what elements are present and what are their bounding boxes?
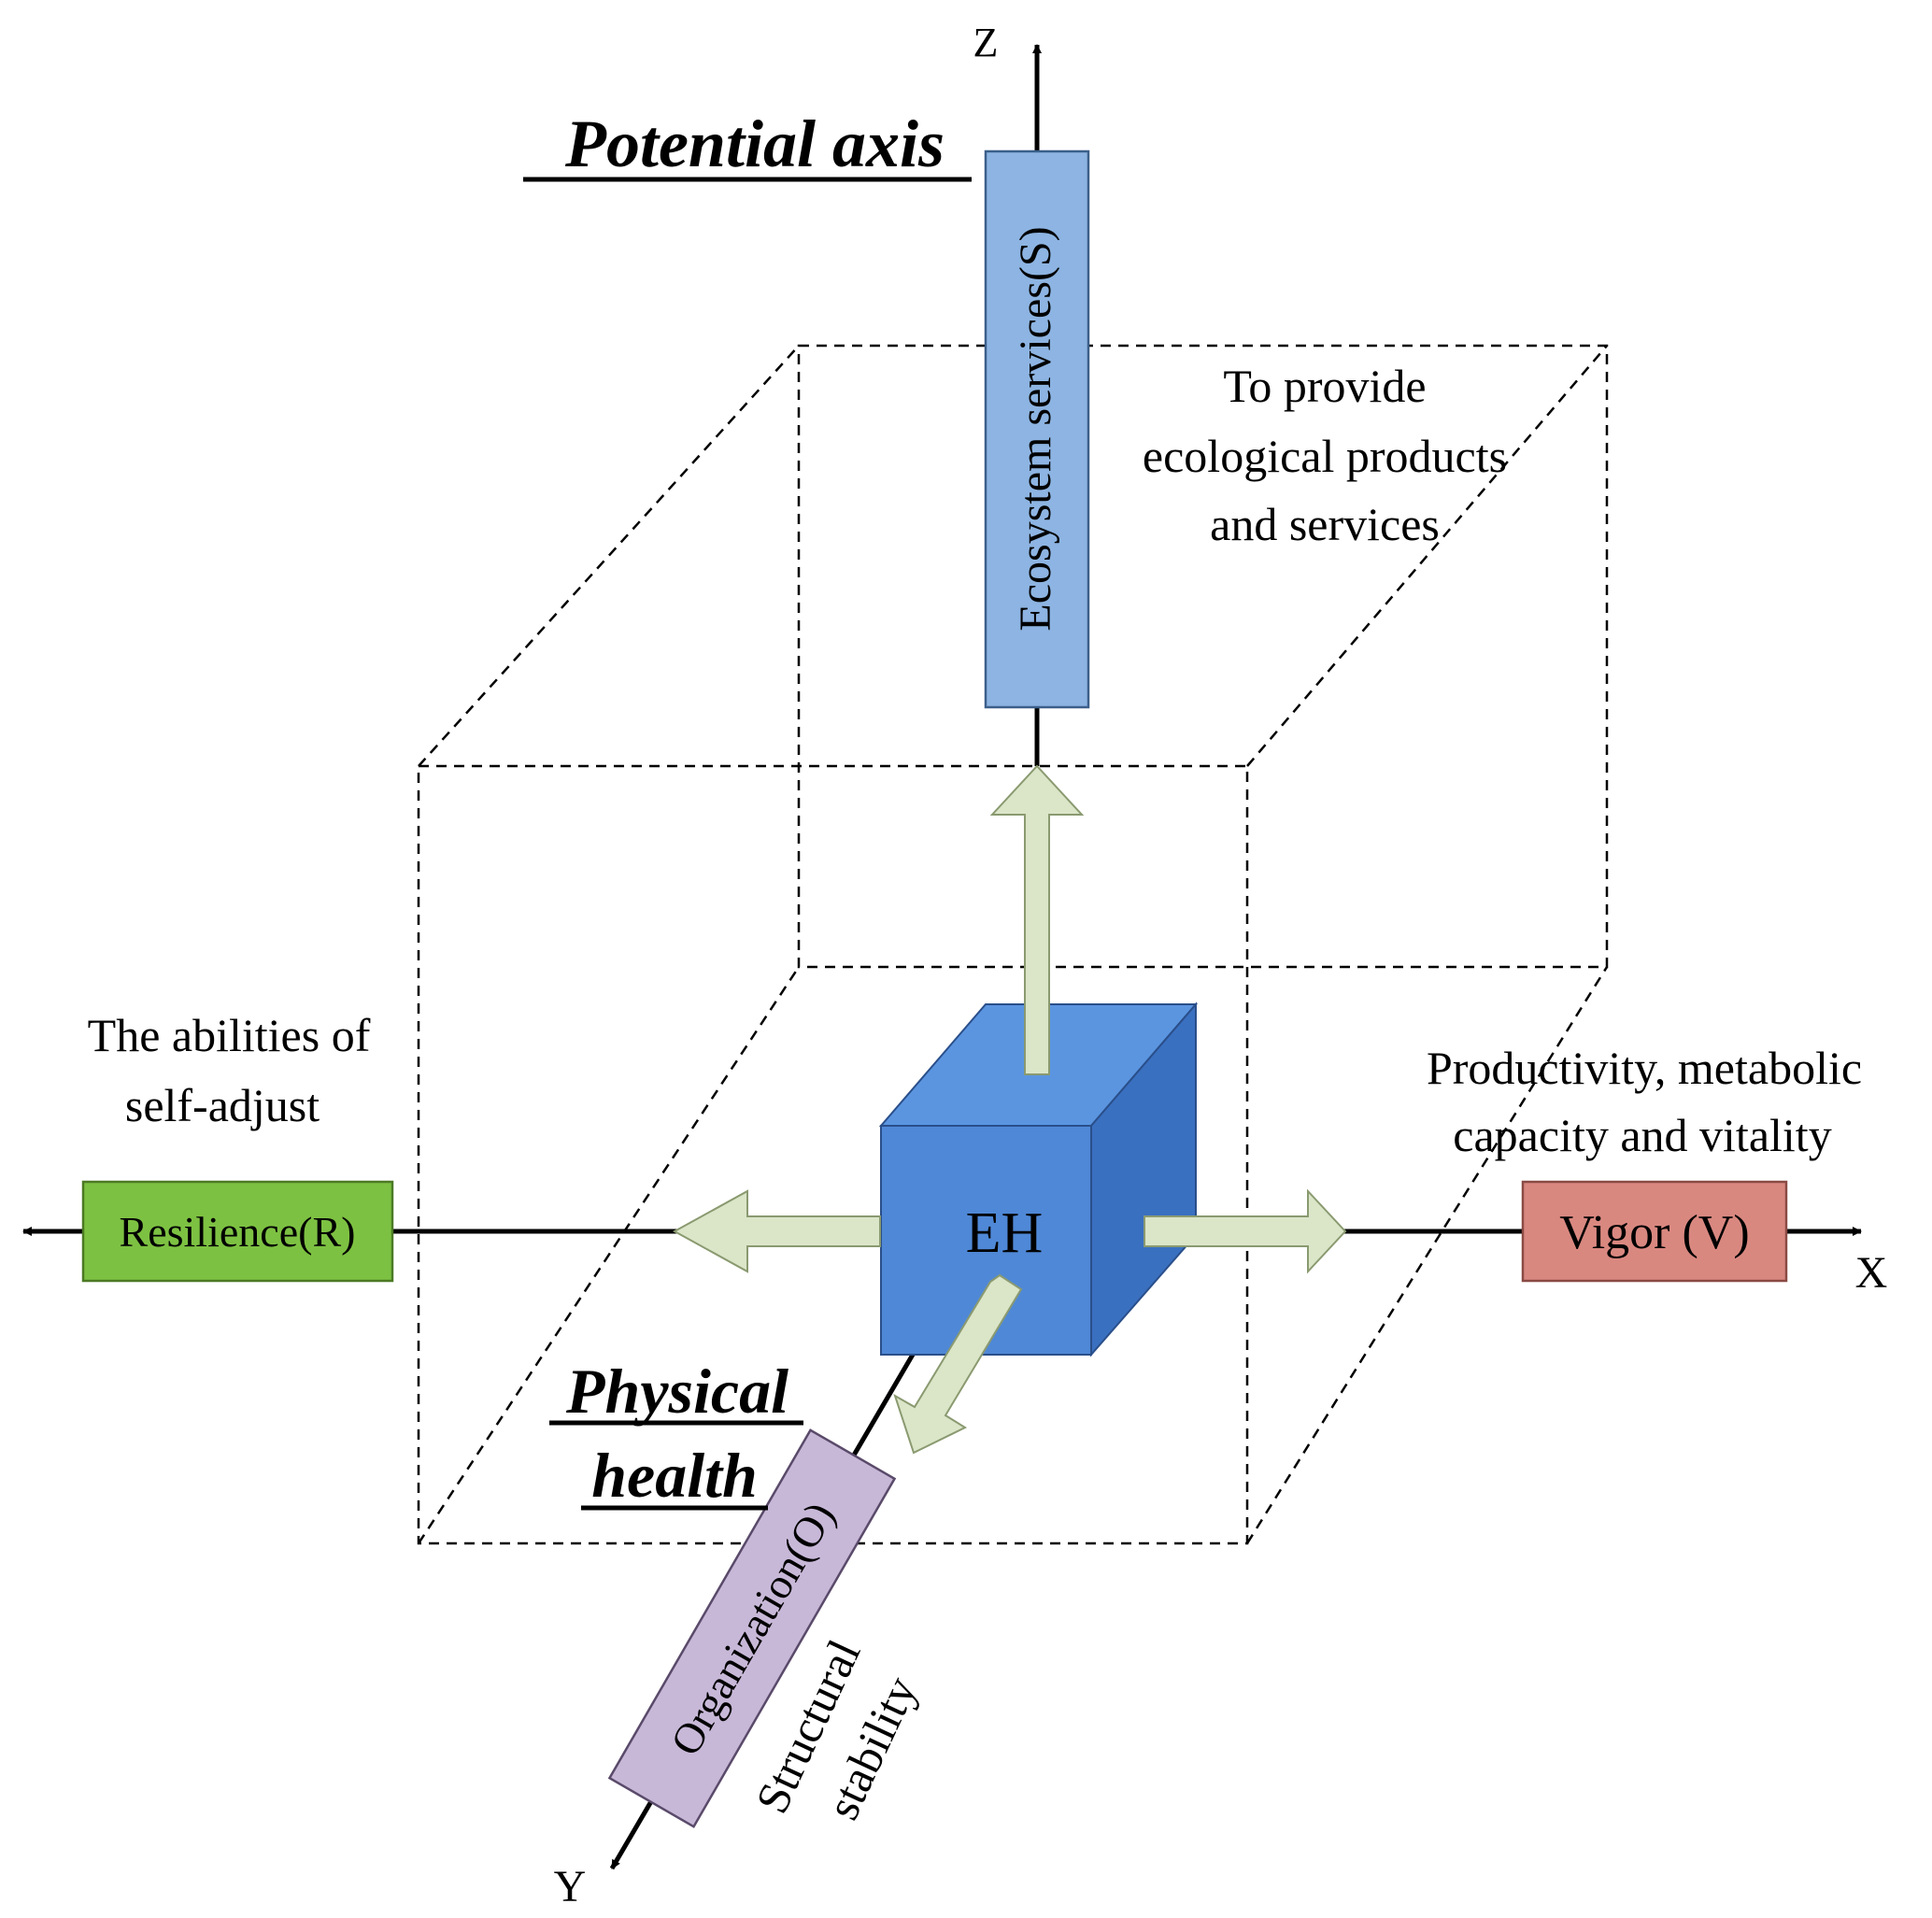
arrow-left-to-resilience <box>672 1189 881 1273</box>
dashed-box-edge-top-right <box>1246 345 1608 767</box>
physical-health-heading-group: Physical health <box>549 1356 803 1511</box>
y-axis-label: Y <box>554 1862 587 1911</box>
resilience-box <box>81 1180 394 1283</box>
dashed-box-back-face <box>797 344 1609 969</box>
physical-health-heading-line2: health <box>591 1440 758 1511</box>
potential-axis-heading-group: Potential axis <box>523 107 972 182</box>
physical-health-heading-line1: Physical <box>565 1356 788 1427</box>
resilience-label: Resilience(R) <box>120 1208 356 1256</box>
provide-note-line1: To provide <box>1223 360 1426 412</box>
productivity-note-line2: capacity and vitality <box>1453 1109 1831 1161</box>
provide-note: To provide ecological products and servi… <box>1143 360 1507 550</box>
provide-note-line2: ecological products <box>1143 430 1507 482</box>
x-axis-label: X <box>1855 1248 1888 1298</box>
z-axis-label: Z <box>973 20 999 65</box>
arrow-up-to-ecosystem-services <box>989 764 1085 1075</box>
vigor-box <box>1521 1180 1788 1283</box>
potential-axis-heading: Potential axis <box>564 107 945 181</box>
dashed-box-front-face <box>417 764 1249 1545</box>
arrow-right-to-vigor <box>1144 1188 1347 1274</box>
ecosystem-services-label: Ecosystem services(S) <box>1011 226 1060 631</box>
dashed-box <box>417 344 1609 1545</box>
provide-note-line3: and services <box>1210 498 1440 550</box>
abilities-note-line2: self-adjust <box>125 1079 320 1131</box>
eh-label: EH <box>966 1201 1044 1265</box>
block-arrows <box>672 764 1347 1455</box>
abilities-note: The abilities of self-adjust <box>88 1009 371 1131</box>
organization-box <box>607 1428 897 1828</box>
dashed-box-edge-bottom-left <box>417 966 801 1544</box>
dashed-box-edge-top-left <box>418 345 800 767</box>
productivity-note-line1: Productivity, metabolic <box>1427 1042 1862 1094</box>
vigor-label: Vigor (V) <box>1559 1206 1749 1259</box>
productivity-note: Productivity, metabolic capacity and vit… <box>1427 1042 1862 1161</box>
ecosystem-services-box <box>984 149 1090 709</box>
arrow-down-to-organization <box>893 1273 1023 1455</box>
abilities-note-line1: The abilities of <box>88 1009 371 1061</box>
dashed-box-edge-bottom-right <box>1245 966 1609 1544</box>
